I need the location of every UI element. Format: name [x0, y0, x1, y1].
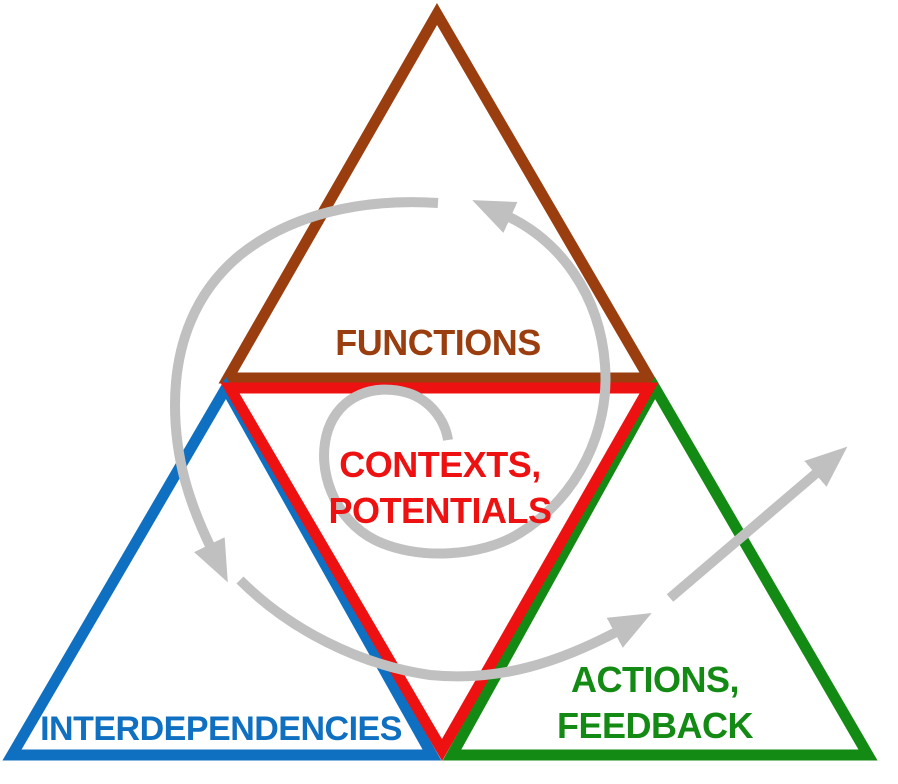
contexts-label-line1: CONTEXTS, — [339, 444, 541, 485]
spiral-exit-line — [666, 446, 848, 602]
actions-label-line2: FEEDBACK — [557, 705, 754, 746]
actions-triangle — [442, 376, 878, 761]
spiral-arrow — [169, 197, 848, 682]
interdependencies-triangle — [2, 376, 442, 761]
functions-label: FUNCTIONS — [335, 322, 541, 363]
contexts-label-line2: POTENTIALS — [328, 490, 551, 531]
spiral-bottom-sweep — [236, 576, 652, 682]
actions-label-line1: ACTIONS, — [571, 659, 739, 700]
contexts-triangle — [220, 382, 659, 761]
interdependencies-label: INTERDEPENDENCIES — [40, 710, 402, 748]
functions-triangle — [218, 3, 659, 384]
spiral-outer-loop — [169, 197, 439, 583]
spiral-inner-loop — [319, 200, 611, 559]
